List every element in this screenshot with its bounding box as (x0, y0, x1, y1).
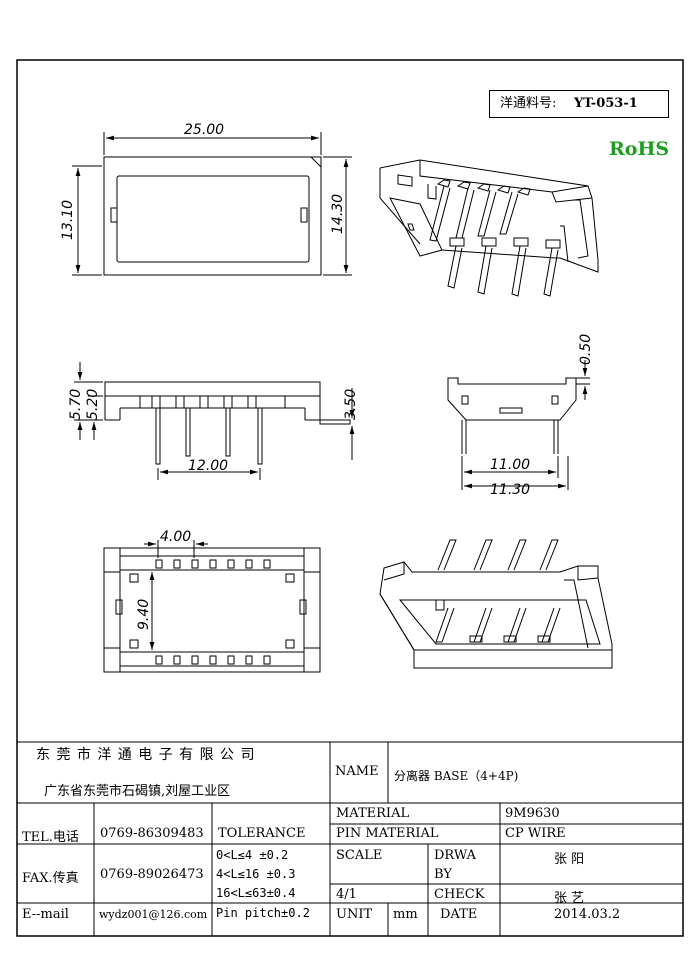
drawn-by-label-1: DRWA (434, 848, 477, 863)
tolerance-line-4: Pin pitch±0.2 (216, 906, 310, 920)
date-value: 2014.03.2 (554, 907, 621, 922)
sheet-border (16, 59, 684, 937)
company-address: 广东省东莞市石碣镇,刘屋工业区 (44, 784, 231, 799)
dim-side-0-50: 0.50 (578, 334, 594, 365)
dim-front-12-00: 12.00 (188, 458, 228, 474)
material-value: 9M9630 (505, 806, 560, 821)
date-label: DATE (440, 907, 478, 922)
top-view (72, 132, 352, 276)
check-label: CHECK (434, 887, 485, 902)
email-label: E--mail (22, 907, 69, 922)
front-view (74, 362, 355, 480)
part-number-label: 洋通料号: (500, 96, 557, 111)
rohs-mark: RoHS (609, 138, 670, 160)
side-view (447, 360, 590, 490)
fax-label: FAX.传真 (22, 871, 79, 886)
company-name: 东 莞 市 洋 通 电 子 有 限 公 司 (36, 747, 256, 763)
tolerance-label: TOLERANCE (218, 826, 306, 841)
dim-bottom-9-40: 9.40 (136, 599, 152, 630)
scale-label: SCALE (336, 848, 383, 863)
bottom-view (103, 540, 321, 673)
tel-value: 0769-86309483 (100, 826, 204, 841)
name-label: NAME (335, 764, 379, 779)
material-label: MATERIAL (336, 806, 410, 821)
dim-side-11-30: 11.30 (490, 482, 530, 498)
tolerance-line-1: 0<L≤4 ±0.2 (216, 848, 289, 862)
part-number-box: 洋通料号: YT-053-1 (489, 90, 669, 118)
name-value: 分离器 BASE（4+4P) (394, 769, 519, 783)
scale-value: 4/1 (336, 887, 357, 902)
pin-material-label: PIN MATERIAL (336, 826, 439, 841)
part-number-value: YT-053-1 (574, 96, 638, 111)
tolerance-line-2: 4<L≤16 ±0.3 (216, 867, 296, 881)
check-value: 张 艺 (554, 891, 585, 906)
tel-label: TEL.电话 (22, 830, 79, 845)
unit-label: UNIT (336, 907, 373, 922)
fax-value: 0769-89026473 (100, 867, 204, 882)
tolerance-line-3: 16<L≤63±0.4 (216, 886, 296, 900)
pin-material-value: CP WIRE (505, 826, 566, 841)
email-value: wydz001@126.com (99, 908, 208, 921)
drawn-by-label-2: BY (434, 867, 452, 882)
title-block-grid (17, 741, 683, 936)
dim-top-height-left: 13.10 (60, 200, 76, 240)
dim-bottom-4-00: 4.00 (160, 529, 191, 545)
iso-view-top (379, 159, 599, 297)
dim-front-3-50: 3.50 (343, 389, 359, 420)
drawn-by-value: 张 阳 (554, 852, 585, 867)
unit-value: mm (393, 907, 418, 922)
dim-top-width: 25.00 (184, 122, 224, 138)
dim-top-height-right: 14.30 (330, 194, 346, 234)
dim-side-11-00: 11.00 (490, 457, 530, 473)
dim-front-5-20: 5.20 (85, 389, 101, 420)
iso-view-bottom (379, 539, 613, 669)
dim-front-5-70: 5.70 (68, 389, 84, 420)
